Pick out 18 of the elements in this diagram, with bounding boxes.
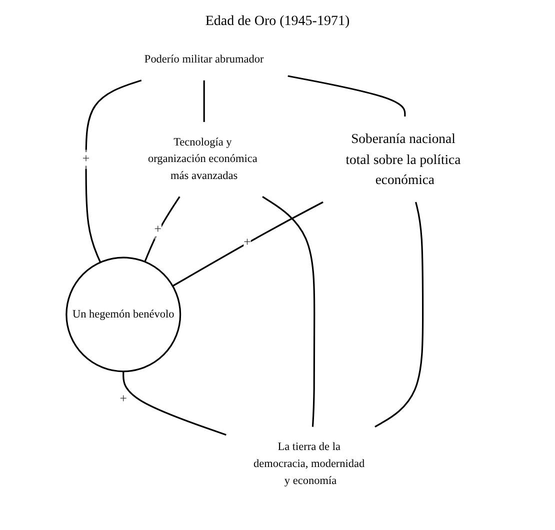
- diagram-title: Edad de Oro (1945-1971): [204, 14, 351, 30]
- edge-label: +: [243, 235, 251, 249]
- connector: [122, 370, 226, 436]
- edge-label: +: [154, 222, 162, 236]
- edge-label: +: [119, 391, 127, 406]
- connector: [287, 74, 406, 116]
- connector: [84, 79, 142, 262]
- connector: [374, 201, 424, 428]
- connector: [202, 80, 205, 122]
- node-text: Soberanía nacional total sobre la política económica: [345, 130, 460, 187]
- connector: [262, 196, 315, 426]
- connector: [144, 196, 180, 262]
- node-text: Poderío militar abrumador: [144, 53, 264, 66]
- node-text: La tierra de la democracia, modernidad y economía: [253, 440, 364, 487]
- edge-label: +: [82, 152, 90, 166]
- node-circle: Un hegemón benévolo: [65, 256, 181, 372]
- node-text: Tecnología y organización económica más avanzadas: [148, 136, 258, 182]
- connector: [172, 200, 324, 286]
